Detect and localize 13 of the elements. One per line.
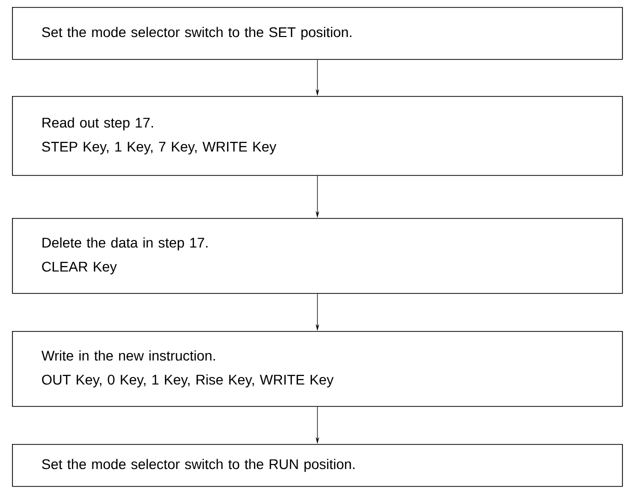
step-heading: Delete the data in step 17. xyxy=(42,237,208,250)
process-box xyxy=(12,7,623,60)
key-sequence: CLEAR Key xyxy=(42,262,117,274)
step-heading: Write in the new instruction. xyxy=(41,350,215,361)
process-box xyxy=(12,444,623,487)
process-box xyxy=(12,96,623,176)
key-sequence: OUT Key, 0 Key, 1 Key, Rise Key, WRITE Key xyxy=(42,374,334,388)
step-heading: Set the mode selector switch to the SET position. xyxy=(42,26,352,40)
process-box xyxy=(12,331,623,407)
process-box xyxy=(12,218,623,294)
key-sequence: STEP Key, 1 Key, 7 Key, WRITE Key xyxy=(42,142,276,154)
step-heading: Set the mode selector switch to the RUN position. xyxy=(42,458,354,472)
step-heading: Read out step 17. xyxy=(42,117,153,130)
